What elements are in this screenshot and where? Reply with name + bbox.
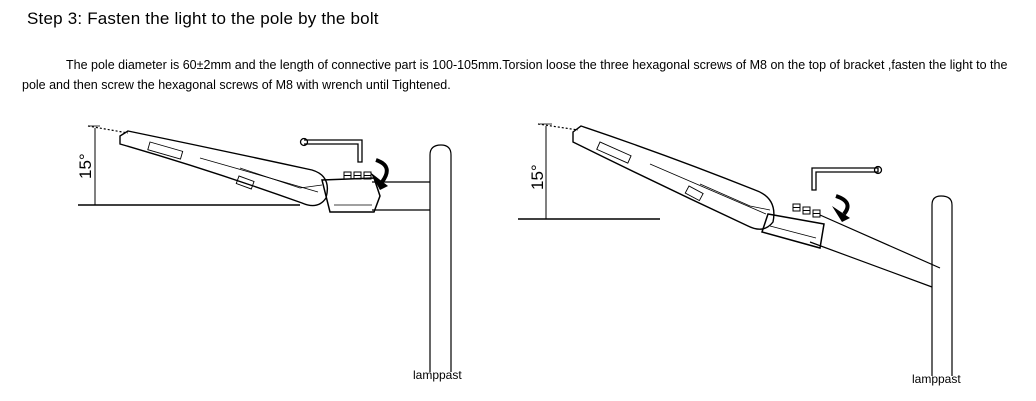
figure-right: [518, 123, 953, 376]
hex-screws-right: [792, 203, 821, 218]
rotate-arrow-icon: [832, 194, 850, 222]
hex-wrench-icon: [811, 165, 883, 191]
bracket-right: [761, 213, 825, 249]
rotate-arrow-icon: [370, 158, 389, 190]
pole-right: [931, 195, 953, 376]
tilt-line-left: [87, 125, 129, 134]
step-heading: Step 3: Fasten the light to the pole by …: [27, 9, 379, 28]
lamp-right: [572, 125, 775, 230]
angle-label-right: 15°: [528, 164, 547, 190]
hex-screws-left: [343, 171, 372, 180]
angle-label-left: 15°: [76, 153, 95, 179]
pole-left: [429, 144, 452, 372]
instruction-paragraph: The pole diameter is 60±2mm and the leng…: [22, 55, 1034, 95]
hex-wrench-icon: [299, 137, 363, 163]
instruction-text: The pole diameter is 60±2mm and the leng…: [22, 58, 1008, 92]
pole-label-right: lamppast: [912, 372, 961, 386]
pole-arm-right: [809, 214, 941, 288]
tilt-line-right: [537, 123, 579, 131]
bracket-left: [321, 177, 381, 213]
figure-left: [78, 125, 452, 372]
pole-label-left: lamppast: [413, 368, 462, 382]
lamp-left: [119, 130, 329, 207]
